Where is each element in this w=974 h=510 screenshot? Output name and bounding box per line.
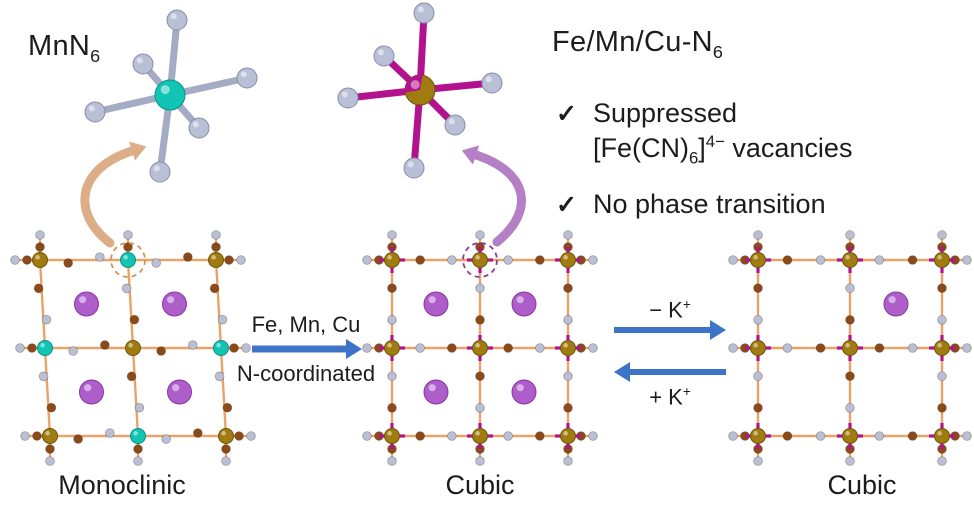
fe-mn-cu-node: [750, 428, 766, 444]
k-insertion-text: + K: [649, 384, 683, 410]
mixed-heading-text: Fe/Mn/Cu-N: [552, 26, 713, 58]
n-ligand-atom: [132, 53, 154, 75]
n-ligand-atom: [149, 161, 171, 183]
substitution-arrow-label-bottom: N-coordinated: [236, 361, 376, 386]
n-ligand-atom: [373, 45, 395, 67]
n-ligand-atom: [337, 87, 359, 109]
potassium-ion: [511, 379, 537, 405]
potassium-ion: [74, 291, 99, 317]
feature-checklist: ✓ Suppressed [Fe(CN)6]4− vacancies ✓ No …: [556, 96, 852, 222]
fe-c6-node: [208, 252, 224, 268]
fe-c6-node: [125, 340, 141, 356]
k-insertion-sup: +: [682, 384, 691, 399]
n-ligand-atom: [444, 114, 466, 136]
phase-label-cubic-middle: Cubic: [445, 470, 515, 500]
check-item-phase-text: No phase transition: [592, 189, 826, 220]
substitution-arrow: [252, 339, 362, 359]
n-ligand-atom: [413, 2, 435, 24]
mn-center-atom: [154, 79, 186, 111]
fe-c6-node: [32, 252, 48, 268]
fe-mn-cu-node: [384, 252, 400, 268]
mnn6-heading-sub: 6: [90, 45, 101, 66]
k-extraction-label: − K+: [649, 297, 691, 323]
fe-mn-cu-node: [750, 340, 766, 356]
mn-n6-node: [130, 428, 146, 444]
n-ligand-atom: [236, 67, 258, 89]
fe-mn-cu-node: [472, 340, 488, 356]
fe-mn-cu-node: [842, 252, 858, 268]
mnn6-molecule: [84, 9, 258, 183]
n-ligand-atom: [481, 72, 503, 94]
callout-arrow-mixed: [461, 145, 526, 247]
phase-label-cubic-right: Cubic: [827, 470, 897, 500]
potassium-ion: [423, 291, 449, 317]
n-ligand-atom: [84, 101, 106, 123]
fe-mn-cu-node: [472, 428, 488, 444]
n-ligand-atom: [166, 9, 188, 31]
n-ligand-atom: [188, 117, 210, 139]
check-item-phase: ✓ No phase transition: [556, 187, 852, 222]
fe-mn-cu-node: [472, 252, 488, 268]
monoclinic-lattice: [10, 230, 256, 466]
potassium-ion: [883, 291, 909, 317]
checkmark-icon: ✓: [556, 100, 577, 128]
fe-mn-cu-node: [750, 252, 766, 268]
formula-sup: 4−: [705, 132, 725, 152]
callout-arrow-mnn6: [80, 141, 147, 248]
checkmark-icon: ✓: [556, 191, 577, 220]
vacancies-rest: vacancies: [724, 133, 853, 164]
fe-mn-cu-node: [560, 428, 576, 444]
phase-label-monoclinic: Monoclinic: [58, 470, 186, 500]
cubic-lattice-full-k: [362, 230, 598, 466]
n-ligand-atom: [403, 157, 425, 179]
mn-n6-node: [120, 252, 136, 268]
k-insertion-arrow: [614, 362, 726, 382]
fe-mn-cu-node: [560, 340, 576, 356]
fe-mn-cu-node: [384, 428, 400, 444]
mn-n6-node: [37, 340, 53, 356]
mn-n6-node: [213, 340, 229, 356]
formula-post: ]: [698, 133, 706, 164]
mnn6-heading-text: MnN: [28, 30, 91, 62]
formula-sub: 6: [688, 148, 699, 168]
fe-mn-cu-node: [934, 340, 950, 356]
formula-pre: [Fe(CN): [592, 133, 689, 164]
k-extraction-arrow: [614, 320, 726, 340]
potassium-ion: [167, 379, 192, 405]
cubic-lattice-low-k: [728, 230, 972, 466]
fe-mn-cu-node: [934, 428, 950, 444]
k-extraction-sup: +: [682, 297, 691, 312]
k-insertion-label: + K+: [649, 384, 691, 410]
vacancies-line1: Suppressed: [592, 98, 738, 128]
dashed-highlight-circle: [110, 242, 146, 278]
potassium-ion: [511, 291, 537, 317]
mixed-heading: Fe/Mn/Cu-N6: [552, 26, 723, 63]
fe-c6-node: [218, 428, 234, 444]
potassium-ion: [79, 379, 104, 405]
substitution-arrow-label-top: Fe, Mn, Cu: [251, 312, 361, 337]
k-extraction-text: − K: [649, 297, 683, 323]
fe-c6-node: [42, 428, 58, 444]
fe-mn-cu-center-atom: [404, 74, 436, 106]
fe-mn-cu-node: [560, 252, 576, 268]
potassium-ion: [423, 379, 449, 405]
fe-mn-cu-node: [842, 340, 858, 356]
mixed-heading-sub: 6: [712, 41, 724, 62]
potassium-ion: [162, 291, 187, 317]
fe-mn-cu-node: [384, 340, 400, 356]
check-item-vacancies-text: Suppressed [Fe(CN)6]4− vacancies: [593, 96, 853, 169]
dashed-highlight-circle: [462, 242, 498, 278]
fe-mn-cu-node: [934, 252, 950, 268]
vacancies-formula: [Fe(CN)6]4− vacancies: [592, 132, 853, 167]
fe-mn-cu-n6-molecule: [337, 2, 503, 179]
check-item-vacancies: ✓ Suppressed [Fe(CN)6]4− vacancies: [556, 96, 852, 169]
mnn6-heading: MnN6: [28, 30, 100, 67]
fe-mn-cu-node: [842, 428, 858, 444]
